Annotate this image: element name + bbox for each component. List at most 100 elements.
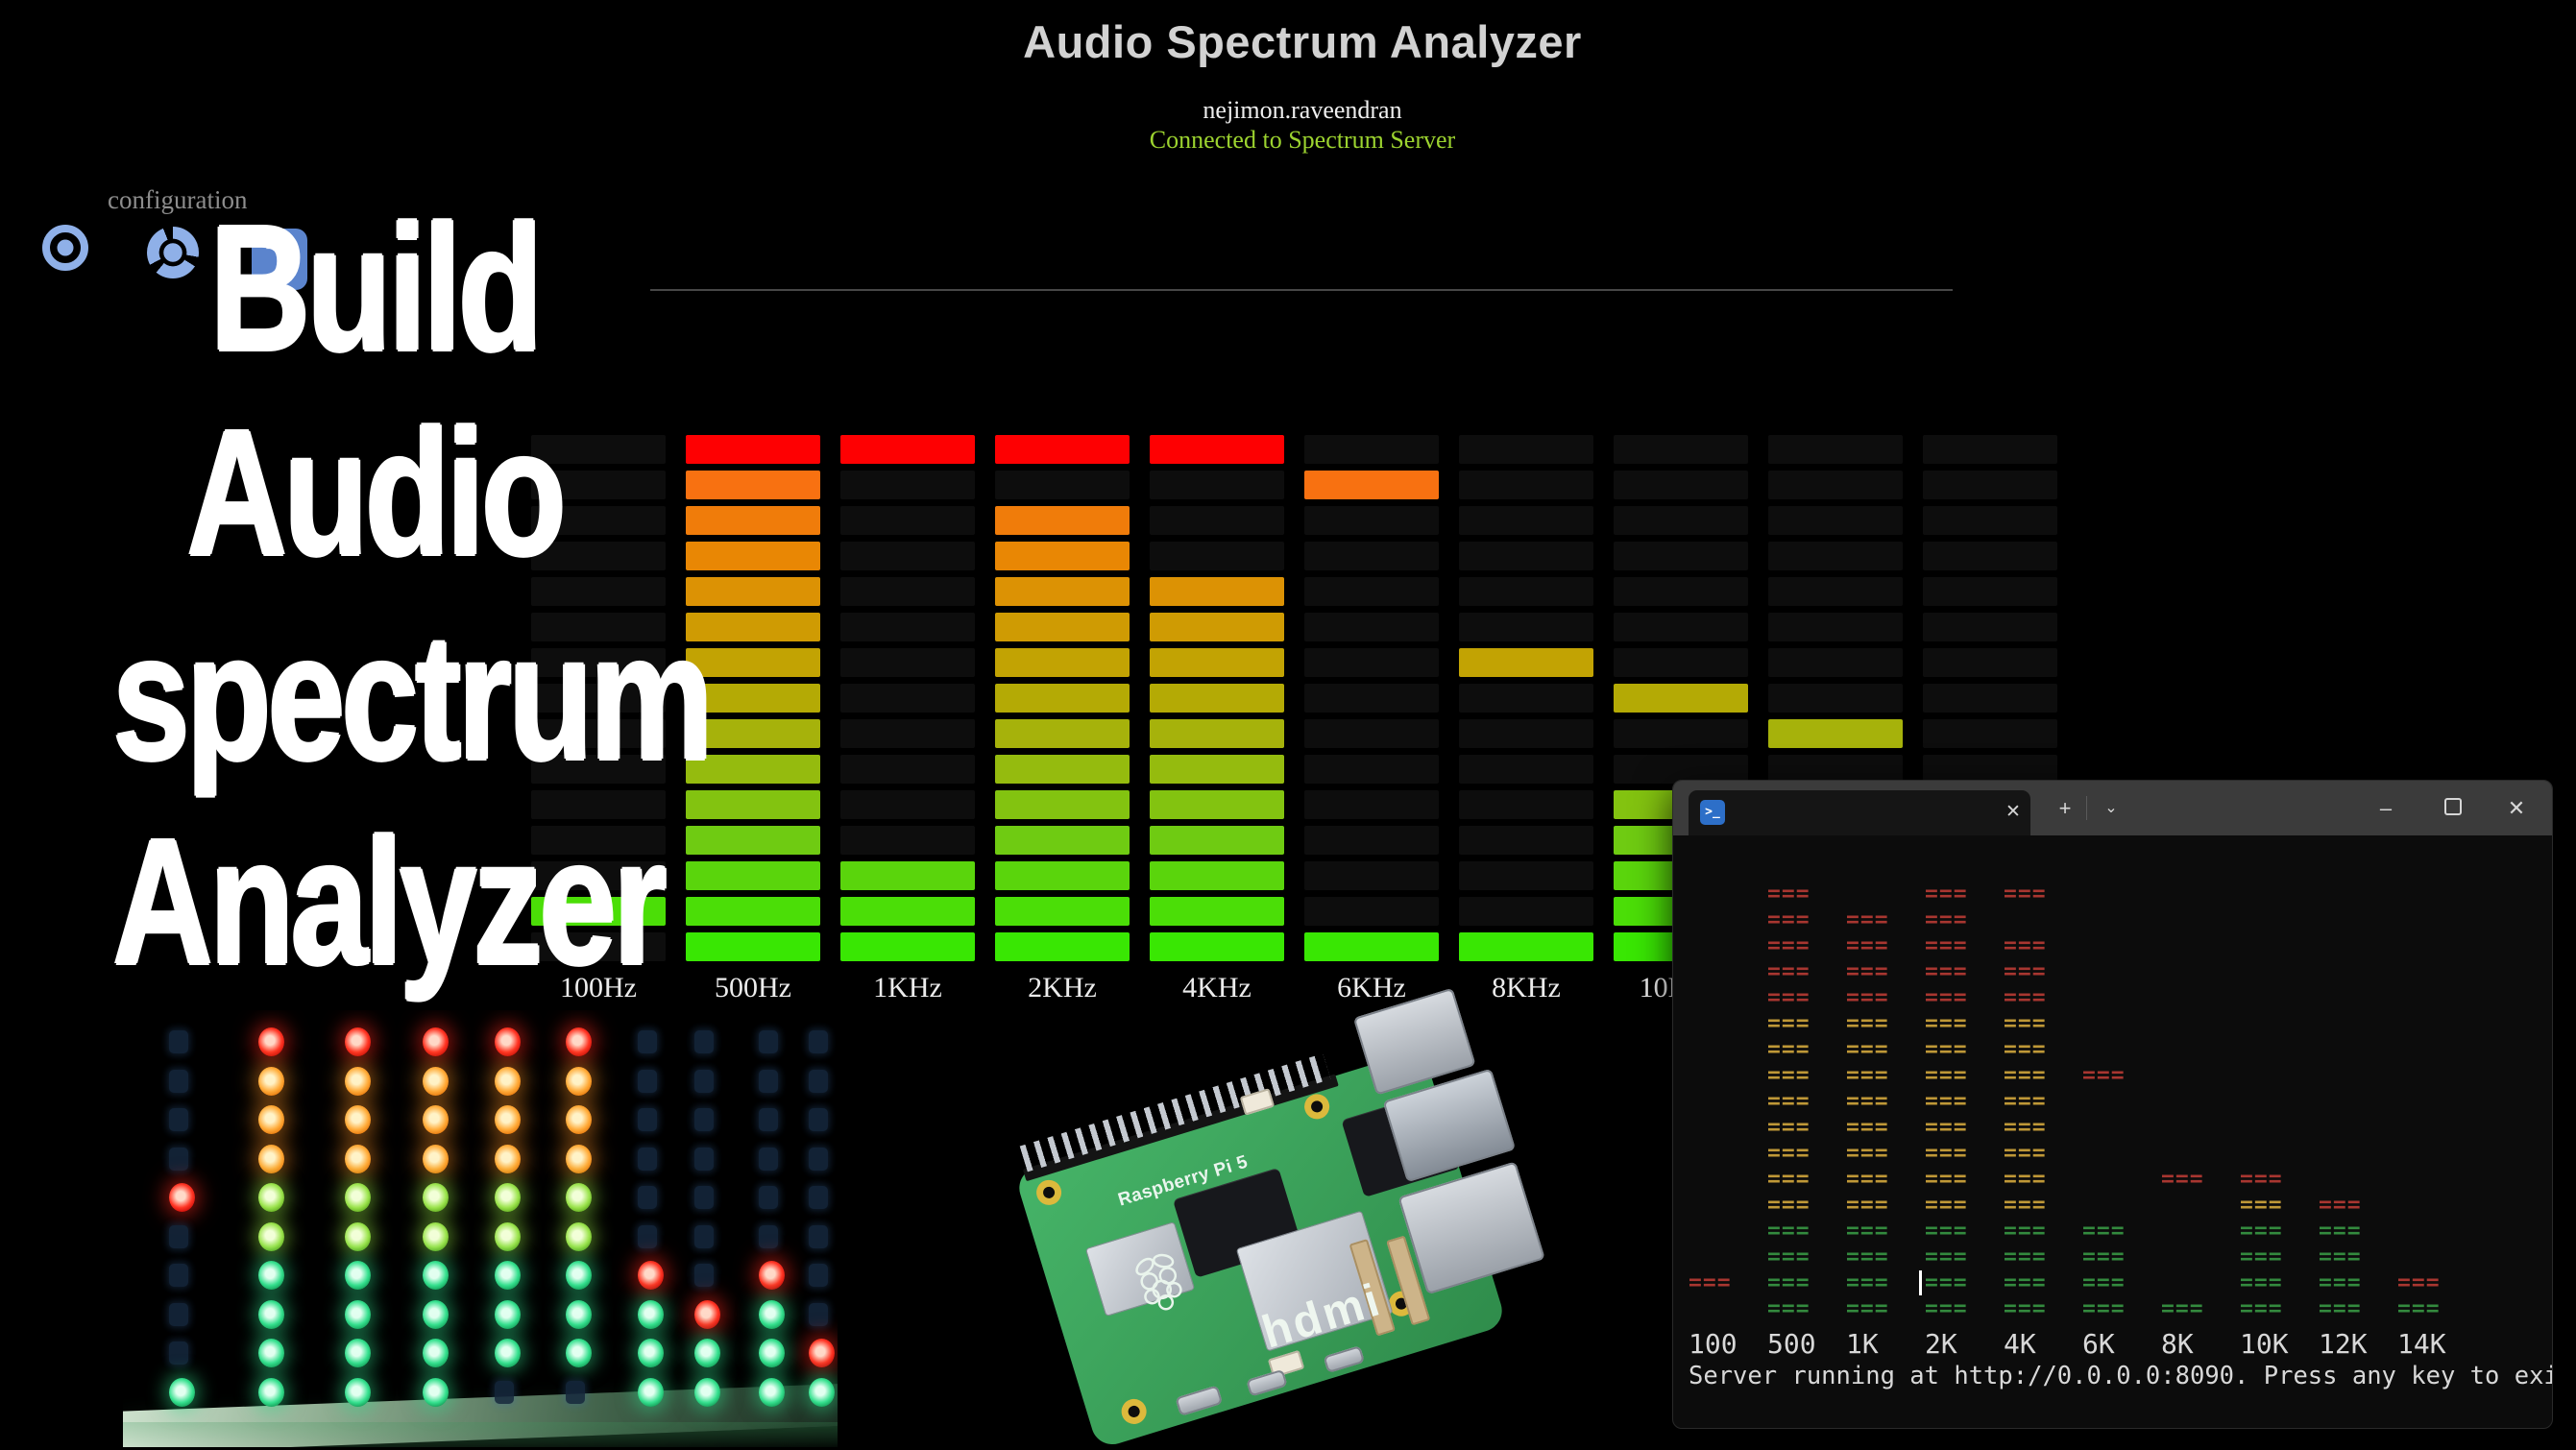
chart-cell [995, 684, 1130, 713]
terminal-frequency-label: 14K [2397, 1328, 2446, 1360]
powershell-app-icon[interactable]: >_ [252, 229, 307, 290]
led-dot [759, 1069, 778, 1093]
chart-cell [995, 471, 1130, 499]
led-dot [638, 1186, 657, 1209]
micro-hdmi-port [1246, 1368, 1288, 1397]
chart-cell [1923, 755, 2057, 784]
terminal-spectrum-token: === [2004, 1063, 2047, 1088]
maximize-icon [2444, 798, 2462, 815]
led-dot [345, 1221, 371, 1251]
terminal-tab[interactable]: >_ ✕ [1689, 790, 2030, 835]
terminal-frequency-label: 8K [2161, 1328, 2194, 1360]
led-dot [169, 1224, 188, 1248]
led-dot [759, 1339, 785, 1367]
chart-cell [1923, 648, 2057, 677]
led-dot [694, 1339, 720, 1367]
chart-cell [840, 648, 975, 677]
terminal-spectrum-token: === [2082, 1296, 2126, 1321]
close-button[interactable]: ✕ [2507, 796, 2526, 820]
chart-cell [1614, 648, 1748, 677]
chart-cell [1150, 684, 1284, 713]
terminal-frequency-label: 1K [1846, 1328, 1879, 1360]
chart-cell [995, 861, 1130, 890]
terminal-spectrum-token: === [1846, 1245, 1889, 1269]
led-dot [566, 1221, 592, 1251]
terminal-spectrum-token: === [1846, 1167, 1889, 1192]
chart-cell [1304, 542, 1439, 570]
chart-cell [1768, 613, 1903, 641]
chart-cell [840, 755, 975, 784]
terminal-frequency-label: 500 [1767, 1328, 1816, 1360]
chart-cell [1768, 648, 1903, 677]
led-dot [694, 1377, 720, 1407]
led-dot [694, 1264, 714, 1287]
maximize-button[interactable] [2434, 781, 2472, 835]
chart-cell [1459, 932, 1593, 961]
chart-cell [1150, 719, 1284, 748]
tab-dropdown-chevron-icon[interactable]: ⌄ [2104, 800, 2118, 816]
chart-cell [686, 684, 820, 713]
chart-cell [1150, 861, 1284, 890]
led-dot [566, 1261, 592, 1290]
page-title: Audio Spectrum Analyzer [1023, 16, 1582, 67]
chart-cell [1768, 506, 1903, 535]
new-tab-button[interactable]: + [2058, 796, 2072, 820]
terminal-spectrum-token: === [1925, 1245, 1968, 1269]
terminal-spectrum-token: === [2004, 959, 2047, 984]
chart-cell [1768, 471, 1903, 499]
led-dot [638, 1147, 657, 1171]
led-dot [169, 1377, 195, 1407]
chart-cell [686, 577, 820, 606]
led-dot [759, 1147, 778, 1171]
chart-cell [840, 897, 975, 926]
connection-status: Connected to Spectrum Server [1149, 126, 1456, 154]
terminal-spectrum-token: === [1925, 1296, 1968, 1321]
chart-cell [995, 542, 1130, 570]
author-text: nejimon.raveendran [1203, 96, 1402, 124]
terminal-spectrum-token: === [2161, 1296, 2204, 1321]
terminal-spectrum-token: === [1846, 1193, 1889, 1218]
led-dot [638, 1377, 664, 1407]
server-message: Server running at http://0.0.0.0:8090. P… [1689, 1362, 2553, 1390]
terminal-spectrum-token: === [1767, 1115, 1810, 1140]
chart-cell [1150, 542, 1284, 570]
led-dot [694, 1147, 714, 1171]
terminal-spectrum-token: === [1925, 1219, 1968, 1244]
terminal-spectrum-token: === [2082, 1219, 2126, 1244]
chrome-icon[interactable] [147, 227, 199, 278]
raspberry-logo [1135, 1253, 1182, 1311]
led-dot [258, 1339, 284, 1367]
chart-cell [1923, 684, 2057, 713]
led-dot [638, 1299, 664, 1329]
frequency-label: 1KHz [873, 972, 942, 1003]
led-dot [495, 1221, 521, 1251]
record-icon[interactable] [42, 225, 88, 271]
led-dot [258, 1027, 284, 1056]
chart-cell [1150, 435, 1284, 464]
chart-cell [995, 435, 1130, 464]
terminal-spectrum-token: === [2004, 1245, 2047, 1269]
terminal-spectrum-token: === [1925, 1037, 1968, 1062]
powershell-icon: >_ [1700, 800, 1725, 825]
led-dot [169, 1302, 188, 1326]
led-dot [759, 1261, 785, 1290]
terminal-spectrum-token: === [1925, 959, 1968, 984]
chart-cell [531, 932, 666, 961]
led-dot [694, 1069, 714, 1093]
chart-cell [840, 790, 975, 819]
chart-cell [531, 542, 666, 570]
chart-cell [1768, 542, 1903, 570]
terminal-window[interactable]: >_ ✕ + ⌄ – ✕ Server running at http://0.… [1672, 780, 2553, 1429]
chart-cell [995, 506, 1130, 535]
terminal-spectrum-token: === [1925, 1141, 1968, 1166]
chart-cell [1304, 932, 1439, 961]
chart-cell [1459, 471, 1593, 499]
minimize-button[interactable]: – [2379, 796, 2393, 820]
tab-close-button[interactable]: ✕ [2005, 802, 2021, 822]
chart-cell [1150, 577, 1284, 606]
led-dot [423, 1299, 449, 1329]
led-dot [638, 1224, 657, 1248]
terminal-titlebar[interactable]: >_ ✕ + ⌄ – ✕ [1673, 781, 2552, 835]
terminal-content[interactable]: Server running at http://0.0.0.0:8090. P… [1673, 835, 2553, 1428]
